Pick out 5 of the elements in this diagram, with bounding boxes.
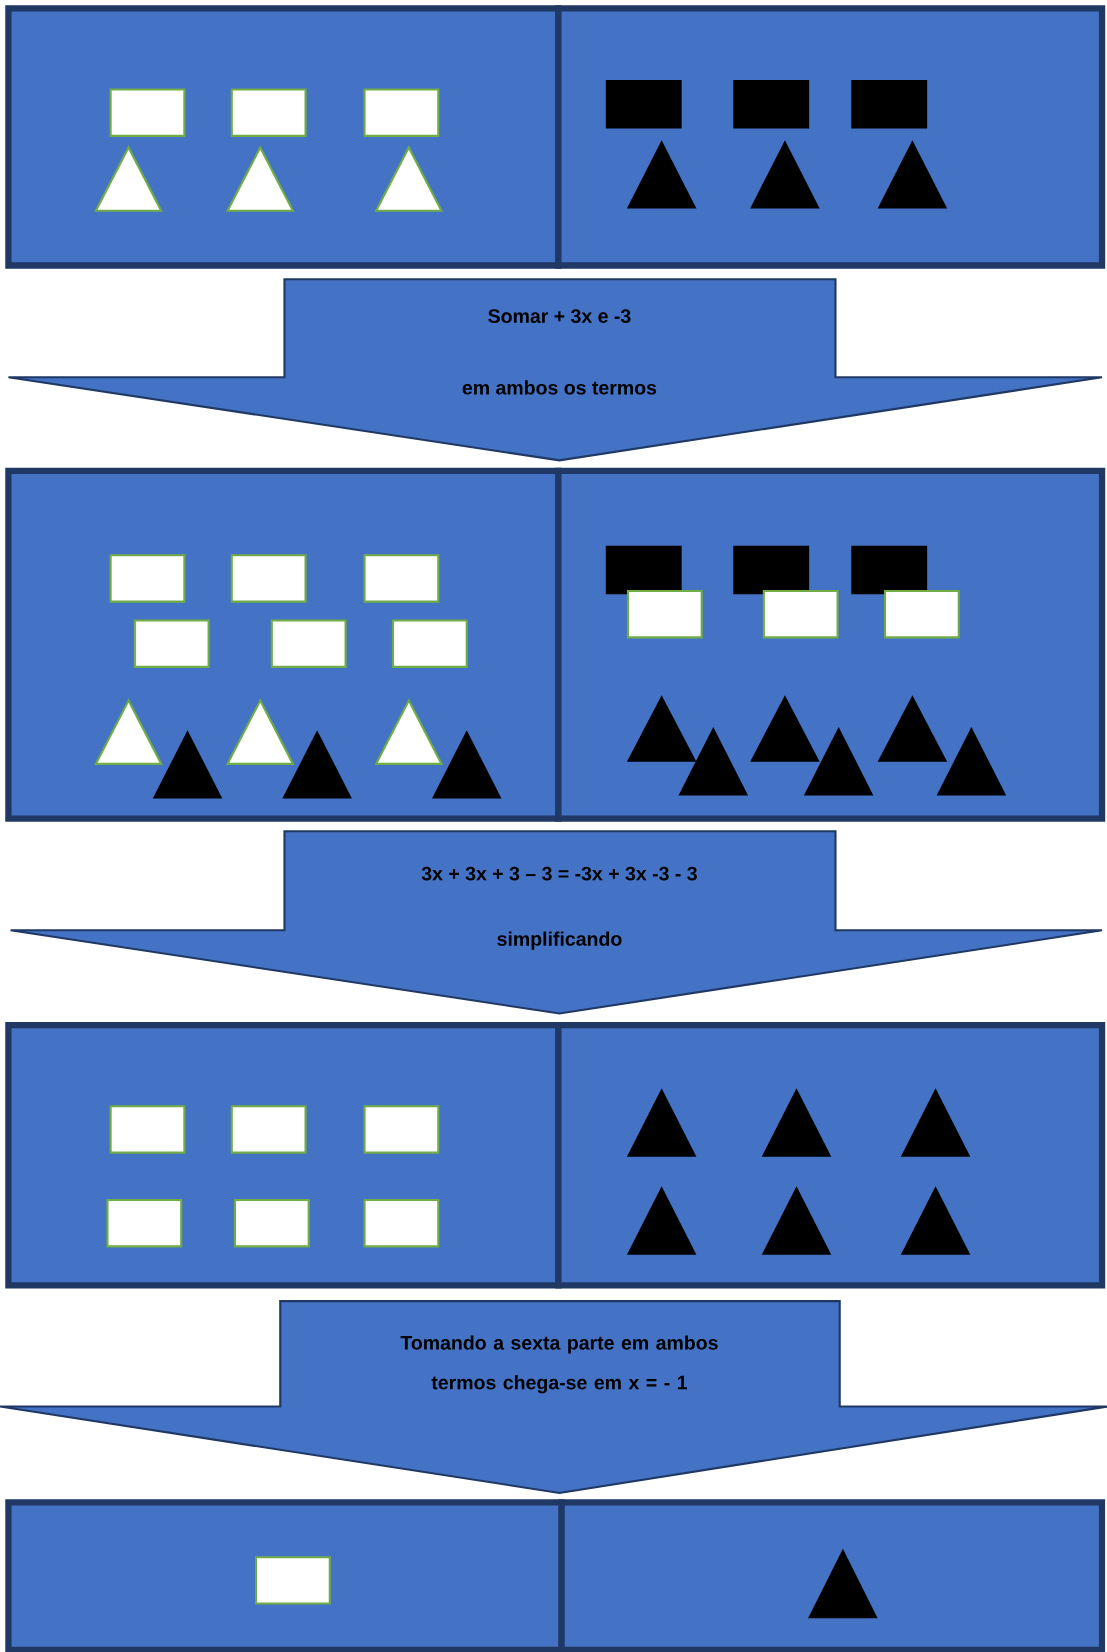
panel-half [558,1499,1106,1652]
arrow-callout: Somar + 3x e -3 em ambos os termos [7,278,1103,462]
panel-half [555,1021,1106,1289]
arrow-callout: Tomando a sexta parte em ambos termos chega-se em x = - 1 [0,1300,1107,1494]
arrow-callout: 3x + 3x + 3 – 3 = -3x + 3x -3 - 3 simplificando [9,830,1103,1015]
